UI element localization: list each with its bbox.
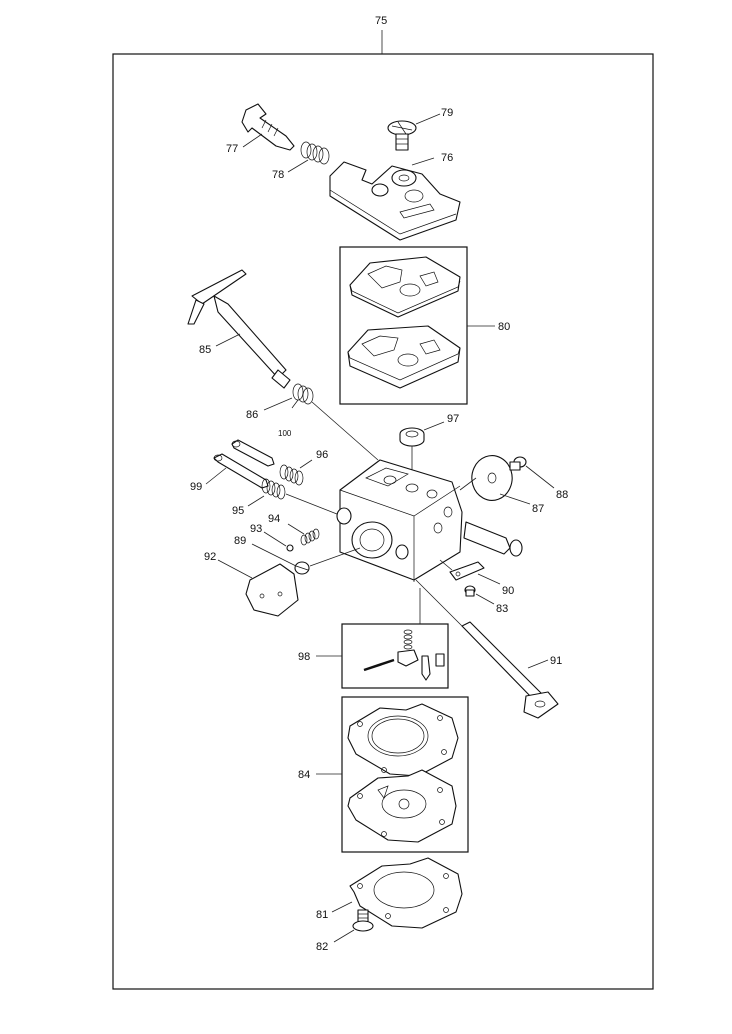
label-76: 76 [441,152,453,164]
part-76-plate [329,161,461,241]
part-88-screw [509,456,527,471]
part-79-screw [387,120,417,151]
part-80-box [339,246,468,405]
label-91: 91 [550,655,562,667]
part-85-shaft [187,269,291,389]
part-98-box [341,623,449,689]
part-87-disk [471,455,513,501]
label-100: 100 [278,429,292,438]
part-80-gasket-bottom [347,325,461,389]
leader-88 [525,465,555,489]
label-92: 92 [204,551,216,563]
leader-87 [499,493,531,505]
leader-95-body [285,493,343,517]
part-75-carburetor-body [336,459,463,582]
label-77: 77 [226,143,238,155]
part-93-ball [286,544,294,552]
label-78: 78 [272,169,284,181]
label-95: 95 [232,505,244,517]
label-86: 86 [246,409,258,421]
part-inlet-fitting [463,521,523,557]
part-84-diaphragm [347,769,457,843]
leader-93 [263,531,287,547]
leader-85 [215,333,241,347]
leader-87-body [459,477,477,491]
label-87: 87 [532,503,544,515]
leader-97 [423,421,445,431]
part-89-screw [294,561,310,575]
part-84-gasket [347,703,459,777]
label-93: 93 [250,523,262,535]
part-94-spring [300,528,320,546]
label-83: 83 [496,603,508,615]
leader-92 [217,559,253,579]
leader-99 [205,467,227,485]
leader-78 [287,159,309,173]
part-78-spring [300,141,330,165]
label-81: 81 [316,909,328,921]
part-84-box [341,696,469,853]
part-97-cap [399,427,425,447]
label-82: 82 [316,941,328,953]
label-80: 80 [498,321,510,333]
part-92-plate [245,563,299,617]
label-84: 84 [298,769,310,781]
part-99-needle [213,453,269,489]
leader-95 [247,495,265,507]
label-79: 79 [441,107,453,119]
diagram-frame [112,53,654,990]
part-83-screw [464,585,476,597]
part-90-lever [449,561,485,581]
leader-89 [251,543,297,567]
label-89: 89 [234,535,246,547]
label-97: 97 [447,413,459,425]
leader-94 [287,523,305,535]
part-86-spring [291,383,314,409]
part-95-spring [261,478,286,500]
leader-91 [527,659,549,669]
leader-83 [475,593,495,605]
part-96-spring [279,464,304,486]
leader-86 [263,397,293,411]
leader-82 [333,929,355,943]
part-77-screw [241,103,295,151]
label-85: 85 [199,344,211,356]
label-88: 88 [556,489,568,501]
leader-90 [477,573,501,585]
part-91-shaft [461,621,559,719]
leader-81 [331,901,353,913]
leader-90-body [439,559,453,571]
part-81-cover [349,857,463,929]
leader-79 [415,113,441,125]
part-82-screw [352,909,374,932]
part-80-gasket-top [349,256,461,318]
leader-91-body [415,579,463,627]
leader-76 [411,157,435,166]
leader-86-body [311,401,379,461]
part-100-needle [231,439,275,467]
label-99: 99 [190,481,202,493]
leader-96 [299,459,313,469]
label-96: 96 [316,449,328,461]
part-98-needle-set [363,629,445,681]
leader-89-body [309,547,361,567]
label-90: 90 [502,585,514,597]
label-98: 98 [298,651,310,663]
label-75: 75 [375,15,387,27]
label-94: 94 [268,513,280,525]
leader-77 [242,133,263,148]
